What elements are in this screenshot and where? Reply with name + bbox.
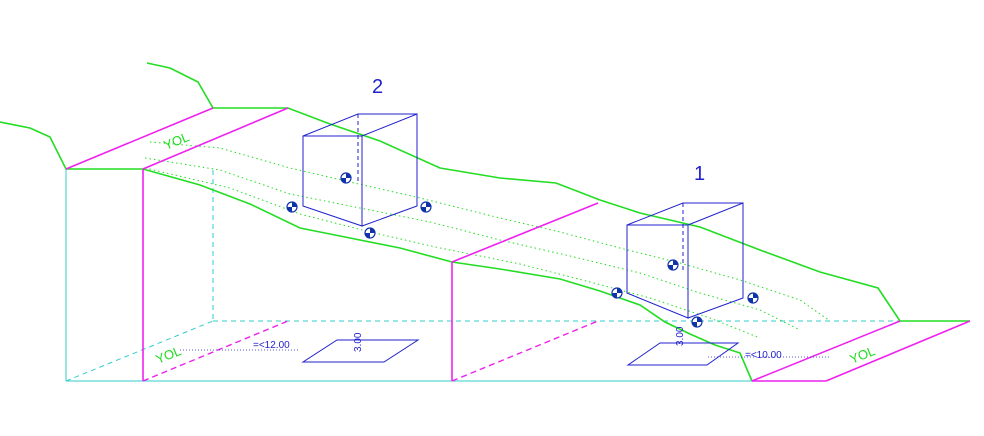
survey-marker-icon — [667, 259, 679, 271]
building-1-face — [687, 202, 744, 319]
road-label-top-left: YOL — [162, 129, 192, 153]
terrain-contour — [144, 167, 761, 339]
road-lines — [65, 107, 971, 382]
building-1-label: 1 — [694, 163, 705, 185]
frame-hidden-edge — [65, 320, 214, 382]
survey-markers — [286, 172, 759, 328]
terrain-top-ridge — [213, 107, 970, 322]
road-label-bottom-left: YOL — [154, 343, 184, 367]
terrain-left-upper — [146, 62, 214, 109]
footprint-2 — [301, 339, 420, 363]
survey-marker-icon — [747, 292, 759, 304]
road-hidden-lines — [142, 320, 599, 382]
building-2-face — [361, 113, 418, 227]
road-edge — [751, 320, 901, 382]
terrain-contours — [144, 141, 831, 339]
height-label-left: 3.00 — [353, 332, 364, 352]
building-2-face — [302, 135, 363, 227]
road-edge — [142, 107, 289, 170]
dimension-lines — [180, 349, 830, 358]
dimension-label-right: =<10.00 — [745, 350, 782, 361]
road-edge — [65, 107, 214, 170]
road-edge — [451, 202, 599, 263]
survey-marker-icon — [611, 287, 623, 299]
survey-marker-icon — [340, 172, 352, 184]
survey-marker-icon — [286, 201, 298, 213]
building-1-block — [626, 202, 744, 319]
terrain-contour — [149, 141, 831, 322]
building-2-label: 2 — [372, 76, 383, 98]
building-2-top — [302, 113, 417, 137]
survey-marker-icon — [364, 227, 376, 239]
footprints — [301, 339, 740, 366]
building-2-block — [302, 113, 418, 227]
survey-marker-icon — [691, 316, 703, 328]
frame-hidden-lines — [65, 170, 900, 382]
terrain-front-edge — [66, 168, 753, 382]
road-edge — [825, 320, 971, 382]
terrain-left-profile — [0, 121, 67, 170]
terrain-lines — [0, 62, 970, 382]
road-label-bottom-right: YOL — [848, 343, 878, 367]
dimension-label-left: =<12.00 — [253, 340, 290, 351]
terrain-contour — [144, 157, 801, 331]
survey-marker-icon — [420, 201, 432, 213]
height-label-right: 3.00 — [675, 326, 686, 346]
road-hidden-edge — [142, 320, 289, 382]
footprint-1 — [626, 342, 740, 366]
road-hidden-edge — [451, 320, 599, 382]
